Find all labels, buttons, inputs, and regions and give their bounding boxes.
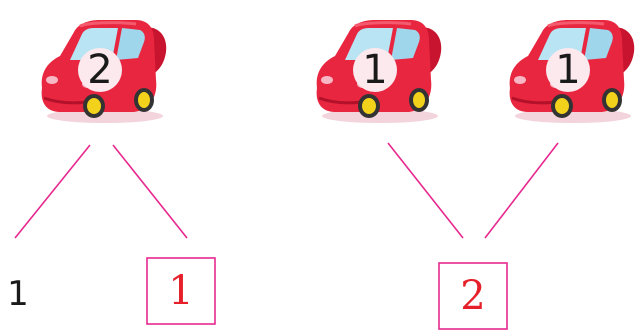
car-icon: 1 (317, 20, 442, 123)
right-car-2-label: 1 (555, 47, 580, 93)
left-bond-line-left (15, 145, 90, 238)
car-icon: 2 (42, 20, 167, 123)
left-bond-line-right (113, 145, 187, 238)
left-given-part: 1 (7, 274, 29, 314)
right-bond-line-right (485, 143, 558, 238)
right-answer-value: 2 (460, 273, 485, 319)
left-answer-value: 1 (168, 268, 193, 314)
left-car-label: 2 (87, 47, 112, 93)
right-car-1-label: 1 (362, 47, 387, 93)
car-icon: 1 (510, 20, 635, 123)
right-bond-line-left (388, 143, 463, 238)
